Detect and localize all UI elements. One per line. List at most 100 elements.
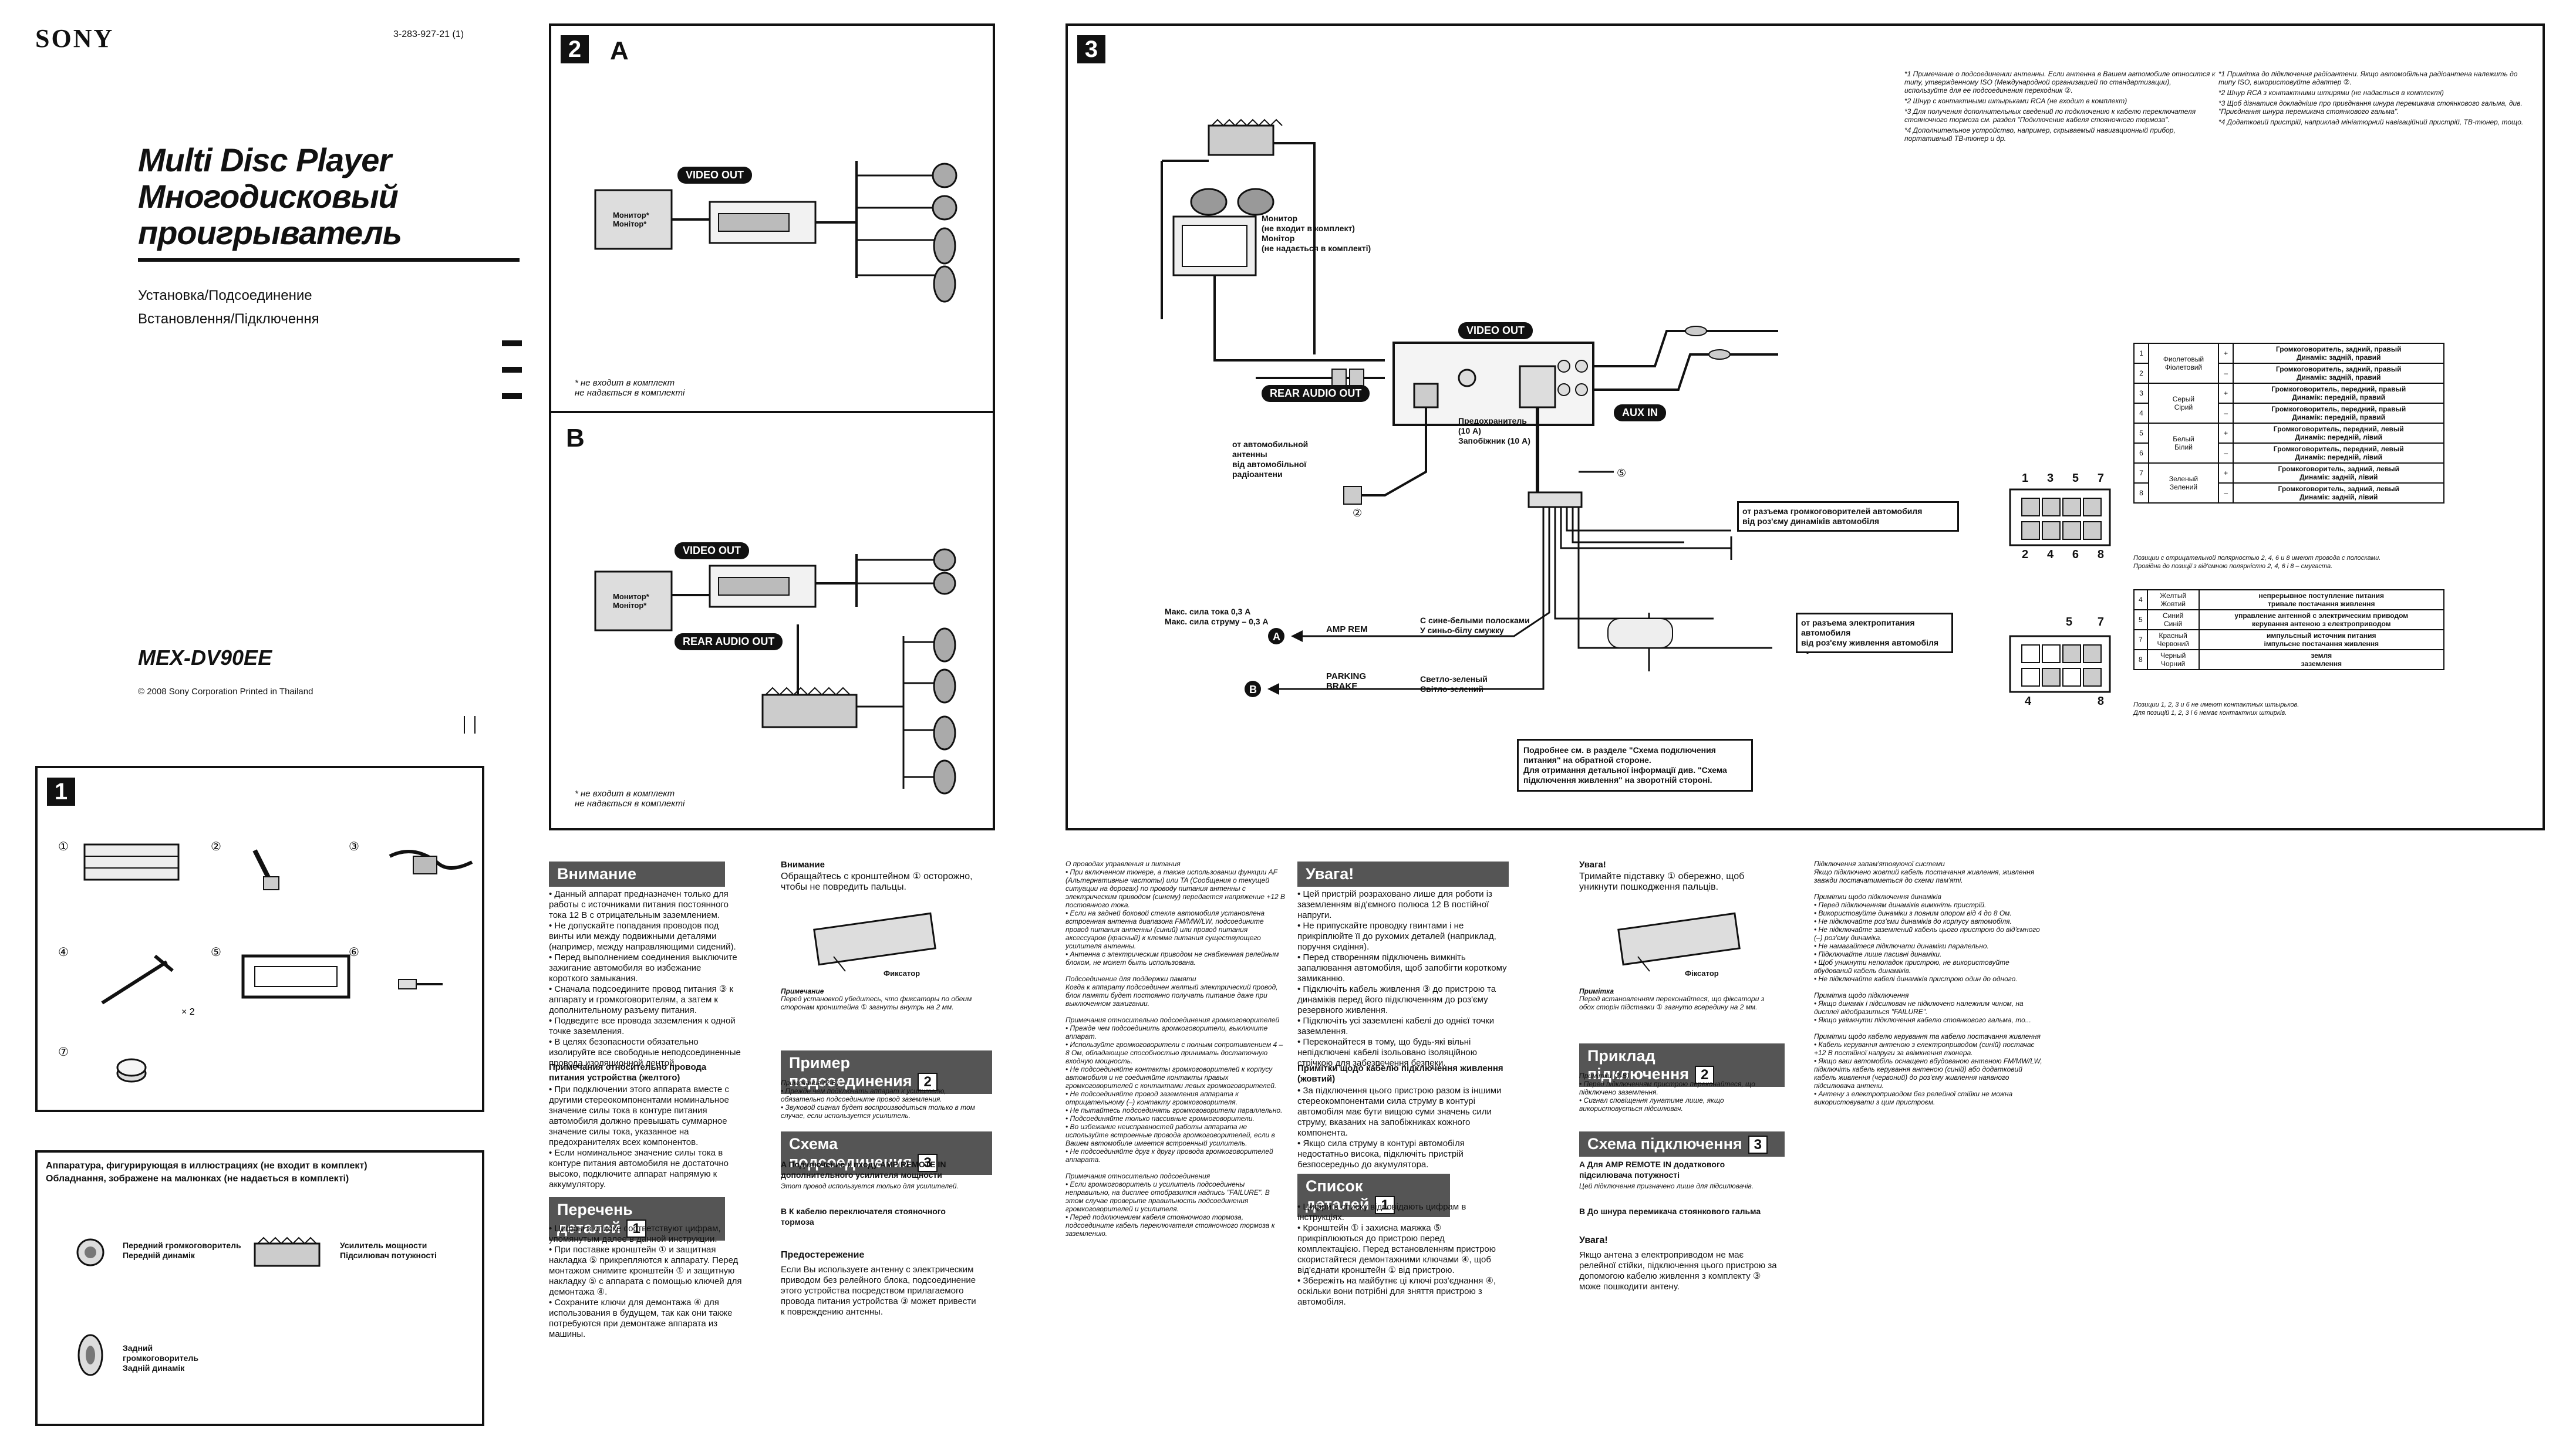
rear-audio-out-tag-3: REAR AUDIO OUT (1262, 385, 1370, 402)
clip-label-ua: Фіксатор (1685, 969, 1719, 978)
lang-marker-3 (502, 393, 522, 399)
pin-label: 8 (2097, 695, 2104, 708)
pin-label: 6 (2072, 548, 2079, 561)
power-pins-bottom: 4 8 (2025, 695, 2104, 708)
table-cell: 6 (2133, 442, 2150, 464)
amp-icon (1208, 124, 1274, 156)
title-en: Multi Disc Player (138, 141, 392, 178)
section-2-b-note: * не входит в комплект не надається в ко… (575, 789, 685, 809)
power-note-head-ua: Примітки щодо кабелю підключення живленн… (1297, 1063, 1503, 1084)
table-cell: Белый Білий (2148, 423, 2219, 464)
wiring-notes-ru: О проводах управления и питания • При вк… (1065, 860, 1286, 1238)
table-cell: + (2217, 343, 2234, 364)
amplifier-icon (761, 694, 858, 728)
table-cell: – (2217, 442, 2234, 464)
heading-number: 1 (626, 1219, 646, 1238)
heading-text: Схема подсоединения (789, 1135, 912, 1171)
title-rule (138, 258, 520, 262)
section-2-b-box: B VIDEO OUT REAR AUDIO OUT Монитор* Моні… (549, 411, 995, 830)
heading-diagram-ru: Схема подсоединения 3 (781, 1131, 992, 1175)
attention-text-ru: • Данный аппарат предназначен только для… (549, 889, 741, 1068)
heading-number: 2 (918, 1073, 938, 1091)
warning-text-ru: Если Вы используете антенну с электричес… (781, 1265, 976, 1317)
rear-speaker-icon (77, 1334, 103, 1376)
brand-logo: SONY (35, 24, 114, 53)
speaker-wire-table: 1 Фиолетовый Фіолетовий + Громкоговорите… (2133, 343, 2444, 504)
table-cell: + (2217, 462, 2234, 484)
table-cell: Черный Чорний (2146, 649, 2200, 670)
equipment-box: Аппаратура, фигурирующая в иллюстрациях … (35, 1150, 484, 1426)
clip-note-head-ru: Примечание (781, 987, 824, 995)
wiring-diagram: ⑤ A B ② (1161, 119, 2111, 697)
heading-text: Пример подсоединения (789, 1054, 912, 1090)
antenna-socket (1413, 383, 1439, 408)
table-row: 8 – Громкоговоритель, задний, левый Дина… (2133, 482, 2444, 504)
video-out-tag-b: VIDEO OUT (675, 542, 750, 559)
clip-note-ua: Перед встановленням переконайтеся, що фі… (1579, 995, 1765, 1011)
pin-label: 3 (2046, 472, 2054, 485)
rear-speaker-label: Задний громкоговоритель Задній динамік (123, 1343, 198, 1373)
note-ru-2: *2 Шнур с контактными штырьками RCA (не … (1904, 97, 2127, 105)
table-row: 1 Фиолетовый Фіолетовий + Громкоговорите… (2133, 343, 2444, 384)
monitor-label-a: Монитор* Монітор* (613, 211, 649, 228)
power-table-note: Позиции 1, 2, 3 и 6 не имеют контактных … (2133, 701, 2299, 717)
table-cell: 4 (2133, 589, 2148, 610)
amp-label: Усилитель мощности Підсилювач потужності (340, 1241, 437, 1260)
part-1-bracket: ① (58, 840, 180, 881)
title-ru-2: проигрыватель (138, 214, 402, 251)
table-row: 6 – Громкоговоритель, передний, левый Ди… (2133, 442, 2444, 464)
caution-text-ru: Обращайтесь с кронштейном ① осторожно, ч… (781, 871, 973, 892)
pin-label: 4 (2025, 695, 2032, 708)
table-cell: Зеленый Зелений (2148, 462, 2219, 504)
part-label-3: ③ (349, 840, 359, 853)
part-label-5: ⑤ (211, 946, 221, 959)
note-ru-4: *4 Дополнительное устройство, например, … (1904, 126, 2176, 143)
table-cell: Громкоговоритель, передний, левый Динамі… (2233, 423, 2444, 444)
pin-label: 2 (2022, 548, 2029, 561)
subtitle-ua: Встановлення/Підключення (138, 311, 319, 327)
table-cell: Громкоговоритель, задний, левый Динамік:… (2233, 462, 2444, 484)
monitor-label-3: Монитор (не входит в комплект) Монітор (… (1262, 214, 1371, 253)
model-name: MEX-DV90EE (138, 646, 272, 670)
power-connector-icon (2009, 635, 2111, 693)
part-7-cap: ⑦ (58, 1046, 147, 1083)
table-cell: 5 (2133, 423, 2150, 444)
heading-text: Схема підключення (1587, 1135, 1742, 1153)
table-row: 7 Красный Червоний импульсный источник п… (2133, 629, 2445, 650)
parts-text-ru: • Цифры в списке соответствуют цифрам, у… (549, 1224, 742, 1339)
heading-number: 3 (918, 1154, 938, 1172)
pin-label: 8 (2097, 548, 2104, 561)
table-cell: управление антенной с электрическим прив… (2198, 609, 2445, 630)
table-cell: Громкоговоритель, передний, правый Динам… (2233, 403, 2444, 424)
table-cell: импульсный источник питания імпульсне по… (2198, 629, 2445, 650)
part-a-letter: A (610, 36, 629, 65)
part-label-1: ① (58, 840, 69, 853)
note-ua-1: *1 Примітка до підключення радіоантени. … (2218, 70, 2518, 86)
section-3-number: 3 (1077, 35, 1105, 63)
note-ua-2: *2 Шнур RCA з контактними штирями (не на… (2218, 89, 2444, 97)
front-speaker-icon (76, 1238, 104, 1266)
table-row: 4 – Громкоговоритель, передний, правый Д… (2133, 403, 2444, 424)
table-cell: 7 (2133, 462, 2150, 484)
heading-text: Приклад підключення (1587, 1047, 1690, 1083)
parking-wire-3: Светло-зеленый Світло-зелений (1420, 674, 1488, 694)
table-cell: 5 (2133, 609, 2148, 630)
section-1-number: 1 (47, 778, 75, 806)
example-a-diagram (594, 161, 957, 303)
part-4-release-keys: ④ × 2 (58, 946, 195, 1017)
power-note-text-ua: • За підключення цього пристрою разом із… (1297, 1086, 1502, 1170)
step-a-text-ua: Цей підключення призначено лише для підс… (1579, 1182, 1754, 1190)
table-row: 5 Белый Білий + Громкоговоритель, передн… (2133, 423, 2444, 464)
table-cell: непрерывное поступление питания тривале … (2198, 589, 2445, 610)
table-cell: земля заземлення (2198, 649, 2445, 670)
table-row: 4 Желтый Жовтий непрерывное поступление … (2133, 589, 2445, 610)
lang-marker-1 (502, 340, 522, 346)
table-cell: 1 (2133, 343, 2150, 364)
heading-attention-ru: Внимание (549, 862, 725, 887)
table-cell: Фиолетовый Фіолетовий (2148, 343, 2219, 384)
copyright: © 2008 Sony Corporation Printed in Thail… (138, 687, 313, 697)
table-row: 2 – Громкоговоритель, задний, правый Дин… (2133, 363, 2444, 384)
equipment-illustration (76, 1237, 321, 1376)
